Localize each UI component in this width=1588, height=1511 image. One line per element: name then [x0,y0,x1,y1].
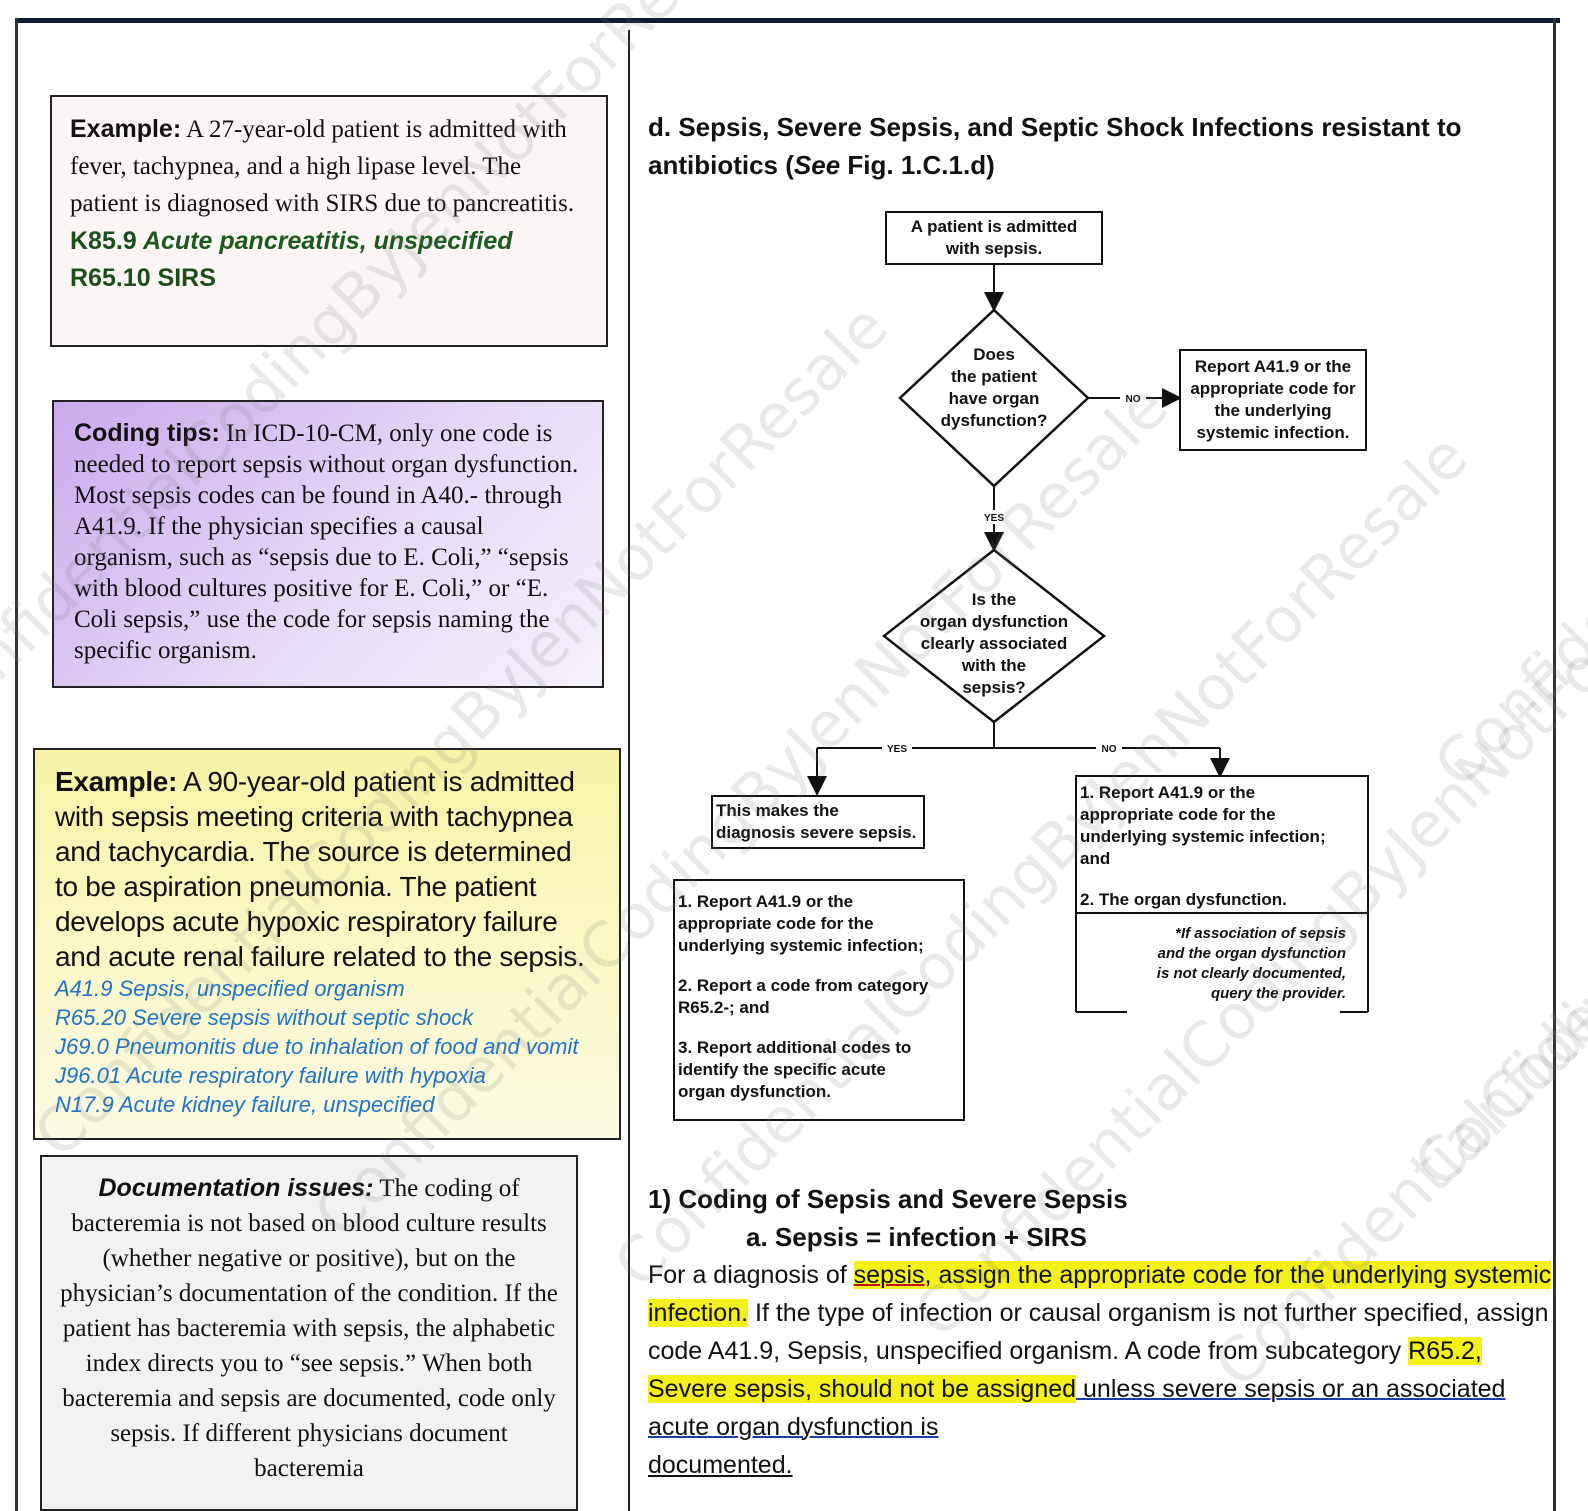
example-box-sirs: Example: A 27-year-old patient is admitt… [50,95,608,347]
watermark-text: ConfidentialCodingByJenNotForResale [1400,319,1588,1202]
documentation-issues-body: The coding of bacteremia is not based on… [60,1175,558,1482]
flow-lb-text: identify the specific acute [678,1060,886,1079]
top-margin [0,0,1588,18]
flow-lb-text: R65.2-; and [678,998,770,1017]
flow-q2-text: Is the [972,590,1016,609]
flow-label-bg [980,510,1008,524]
flow-no-label: NO [1102,744,1117,755]
code-list-item: A41.9 Sepsis, unspecified organism [55,976,405,1001]
flow-yes-label: YES [887,744,907,755]
flow-label-bg [882,741,912,755]
heading-see: See [793,150,841,180]
code-list-item: N17.9 Acute kidney failure, unspecified [55,1092,435,1117]
example2-code-list: A41.9 Sepsis, unspecified organism R65.2… [55,974,599,1119]
flow-right-report-box [1075,775,1369,914]
flow-left-report-box [673,879,965,1121]
flow-r1-text: appropriate code for [1190,379,1356,398]
guideline-end: documented. [648,1451,793,1479]
code-line-k85: K85.9 Acute pancreatitis, unspecified [70,223,588,260]
flow-lb-text: appropriate code for the [678,914,874,933]
flow-q2-text: organ dysfunction [920,612,1068,631]
guideline-paragraph: For a diagnosis of sepsis, assign the ap… [648,1256,1553,1484]
flow-rb-text: 1. Report A41.9 or the [1080,783,1255,802]
flow-label-bg [1096,741,1122,755]
example-box-severe-sepsis: Example: A 90-year-old patient is admitt… [33,748,621,1140]
flow-r1-text: Report A41.9 or the [1195,357,1351,376]
flow-r1-text: systemic infection. [1196,423,1349,442]
flow-start-box [885,211,1103,265]
flow-start-text-1: A patient is admitted [911,217,1078,236]
flow-label-bg [1120,390,1146,404]
flow-lb-text: underlying systemic infection; [678,936,924,955]
guideline-highlight-sepsis: sepsis [853,1261,925,1289]
flow-start-text-2: with sepsis. [945,239,1042,258]
flow-note-text: query the provider. [1211,985,1346,1002]
flow-note-text: is not clearly documented, [1157,965,1346,982]
example2-label: Example: [55,766,178,797]
heading-text: antibiotics ( [648,150,794,180]
flow-q1-text: dysfunction? [941,411,1048,430]
flow-q2-text: sepsis? [962,678,1025,697]
flow-no-label: NO [1126,394,1141,405]
flow-rb-text: appropriate code for the [1080,805,1276,824]
flow-rb-text: and [1080,849,1110,868]
documentation-issues-label: Documentation issues: [98,1174,374,1202]
heading-fig-ref: Fig. 1.C.1.d) [840,150,995,180]
flow-severe-sepsis-box [711,795,925,849]
example2-text: Example: A 90-year-old patient is admitt… [55,764,599,974]
flow-lb-text: 1. Report A41.9 or the [678,892,853,911]
code-list-item: R65.20 Severe sepsis without septic shoc… [55,1005,474,1030]
guideline-heading: 1) Coding of Sepsis and Severe Sepsis [648,1184,1128,1214]
sepsis-flowchart: A patient is admitted with sepsis. Does … [673,211,1369,1121]
flow-ls-text: diagnosis severe sepsis. [716,823,916,842]
code-k85-desc: Acute pancreatitis, unspecified [142,227,513,255]
code-list-item: J96.01 Acute respiratory failure with hy… [55,1063,486,1088]
flow-yes-label: YES [984,513,1004,524]
column-divider [628,30,630,1511]
section-heading: d. Sepsis, Severe Sepsis, and Septic Sho… [648,108,1548,184]
coding-tips-box: Coding tips: In ICD-10-CM, only one code… [52,400,604,688]
example-body: A 27-year-old patient is admitted with f… [70,116,575,217]
code-r6510: R65.10 SIRS [70,264,216,292]
flow-q1-text: Does [973,345,1015,364]
flow-q1-text: the patient [951,367,1037,386]
section-heading-line2: antibiotics (See Fig. 1.C.1.d) [648,146,1548,184]
coding-tips-body: In ICD-10-CM, only one code is needed to… [74,420,579,664]
top-border [15,18,1560,23]
guideline-underlined: unless severe sepsis or an associated ac… [648,1375,1506,1441]
example-label: Example: [70,115,182,143]
flow-q2-text: clearly associated [921,634,1067,653]
code-list-item: J69.0 Pneumonitis due to inhalation of f… [55,1034,579,1059]
example2-body: A 90-year-old patient is admitted with s… [55,766,585,972]
flow-note-text: *If association of sepsis [1175,925,1346,942]
flow-lb-text: 3. Report additional codes to [678,1038,911,1057]
guideline-text: For a diagnosis of [648,1261,854,1289]
flow-rb-text: underlying systemic infection; [1080,827,1326,846]
flow-q2-text: with the [961,656,1026,675]
flow-rb-text: 2. The organ dysfunction. [1080,890,1287,909]
right-border [1553,18,1556,1511]
section-heading-line1: d. Sepsis, Severe Sepsis, and Septic Sho… [648,112,1462,142]
sepsis-coding-guideline: 1) Coding of Sepsis and Severe Sepsis a.… [648,1180,1553,1484]
guideline-subheading: a. Sepsis = infection + SIRS [746,1222,1088,1252]
code-k85-code: K85.9 [70,227,137,255]
flow-lb-text: 2. Report a code from category [678,976,929,995]
coding-tips-label: Coding tips: [74,419,220,447]
documentation-issues-box: Documentation issues: The coding of bact… [40,1155,578,1511]
flow-ls-text: This makes the [716,801,839,820]
flow-lb-text: organ dysfunction. [678,1082,831,1101]
flow-report-box [1179,349,1367,451]
guideline-text: If the type of infection or causal organ… [648,1299,1549,1365]
left-border [15,18,18,1511]
flow-note-text: and the organ dysfunction [1158,945,1346,962]
flow-r1-text: the underlying [1214,401,1331,420]
flow-q1-text: have organ [949,389,1040,408]
